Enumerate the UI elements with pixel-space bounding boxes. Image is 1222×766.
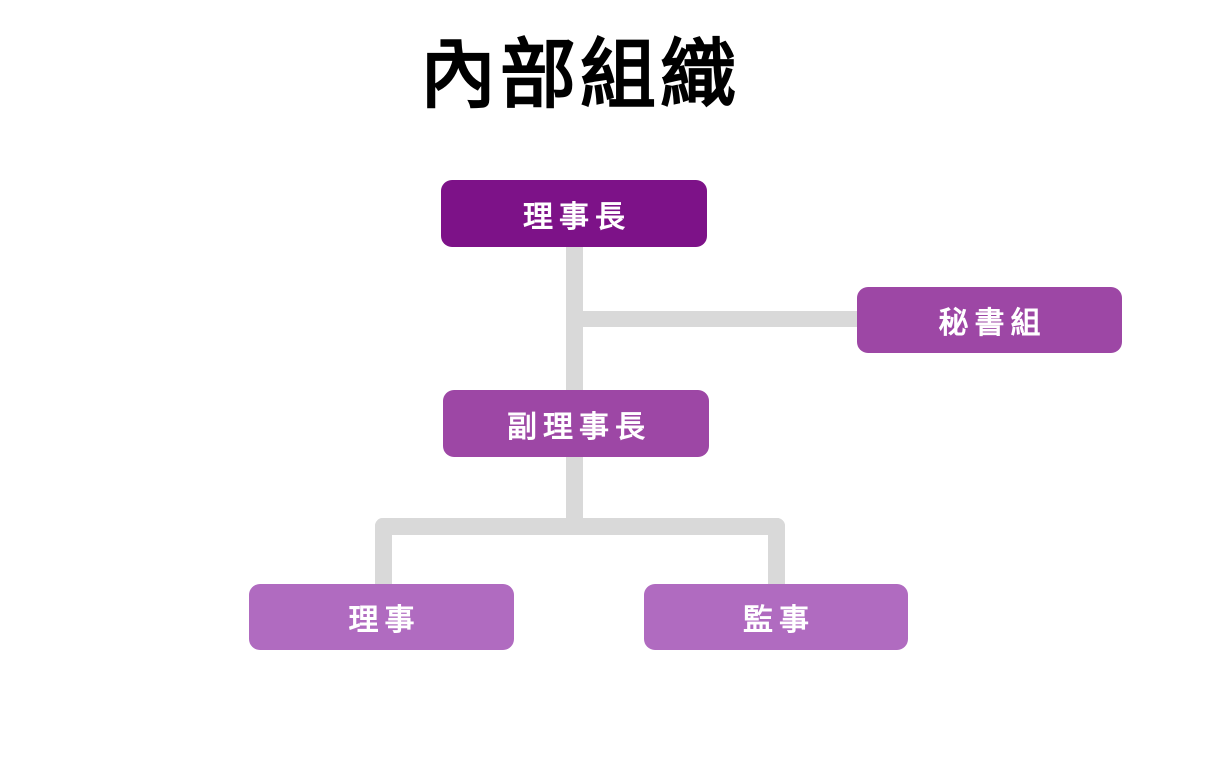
org-node-vice-chairman[interactable]: 副理事長: [443, 390, 709, 457]
org-node-secretariat-label: 秘書組: [938, 307, 1047, 340]
connector-drop-to-supervisor: [768, 518, 785, 592]
org-node-secretariat[interactable]: 秘書組: [857, 287, 1122, 353]
org-node-supervisor[interactable]: 監事: [644, 584, 908, 650]
connector-vice-chairman-trunk-lower: [566, 454, 583, 520]
org-node-chairman-label: 理事長: [523, 200, 631, 234]
org-node-chairman[interactable]: 理事長: [441, 180, 707, 247]
org-node-director-label: 理事: [348, 604, 421, 637]
connector-drop-to-director: [375, 518, 392, 592]
connector-tbar-directors: [375, 518, 785, 535]
connector-chairman-trunk-upper: [566, 244, 583, 320]
org-node-vice-chairman-label: 副理事長: [507, 410, 651, 444]
page-title: 內部組織: [420, 33, 740, 118]
connector-chairman-to-secretariat: [566, 311, 861, 327]
connector-chairman-to-vice-chairman: [566, 318, 583, 392]
org-node-director[interactable]: 理事: [249, 584, 514, 650]
org-node-supervisor-label: 監事: [743, 604, 815, 637]
